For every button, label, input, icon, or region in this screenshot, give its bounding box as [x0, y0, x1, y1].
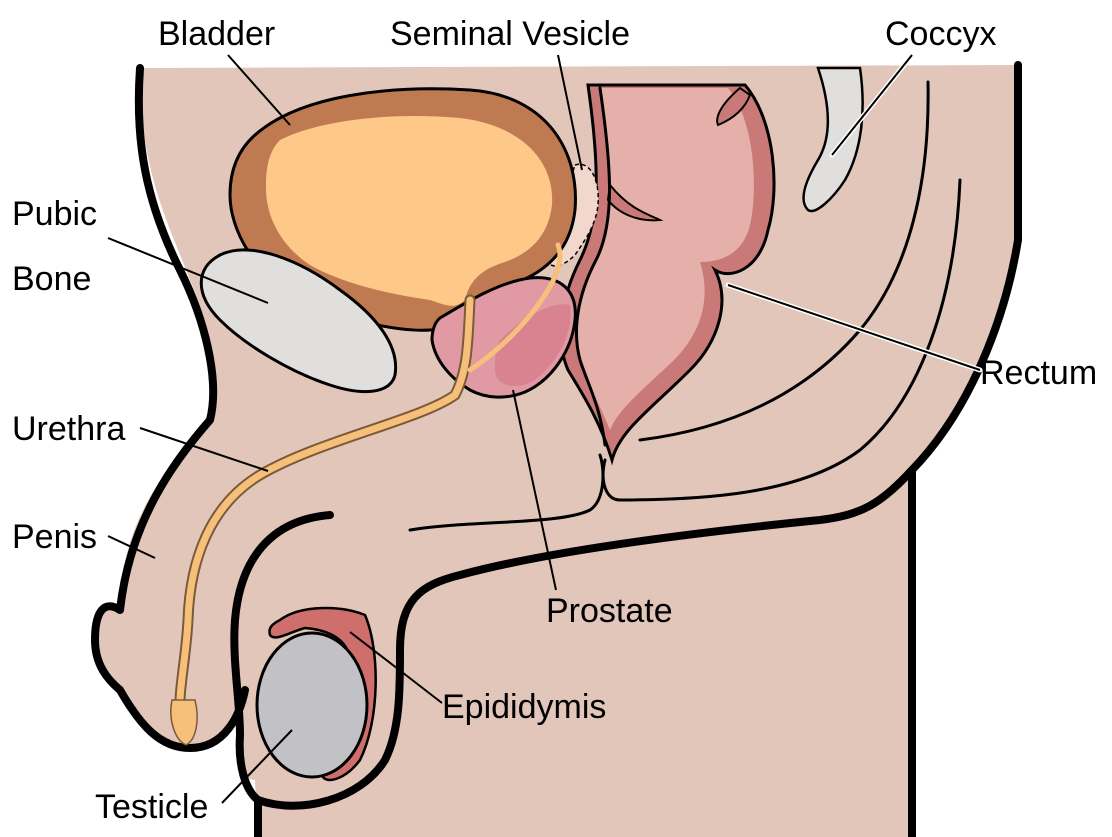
label-bladder: Bladder: [158, 15, 275, 53]
label-coccyx: Coccyx: [885, 15, 996, 53]
label-testicle: Testicle: [95, 788, 208, 826]
label-penis: Penis: [12, 518, 97, 556]
label-urethra: Urethra: [12, 410, 125, 448]
testicle-shape: [257, 633, 367, 777]
testicle-group: [257, 608, 376, 780]
label-epididymis: Epididymis: [442, 688, 606, 726]
label-seminal-vesicle: Seminal Vesicle: [390, 15, 630, 53]
label-prostate: Prostate: [546, 592, 673, 630]
label-rectum: Rectum: [980, 354, 1097, 392]
label-bone: Bone: [12, 260, 91, 298]
label-pubic: Pubic: [12, 195, 97, 233]
